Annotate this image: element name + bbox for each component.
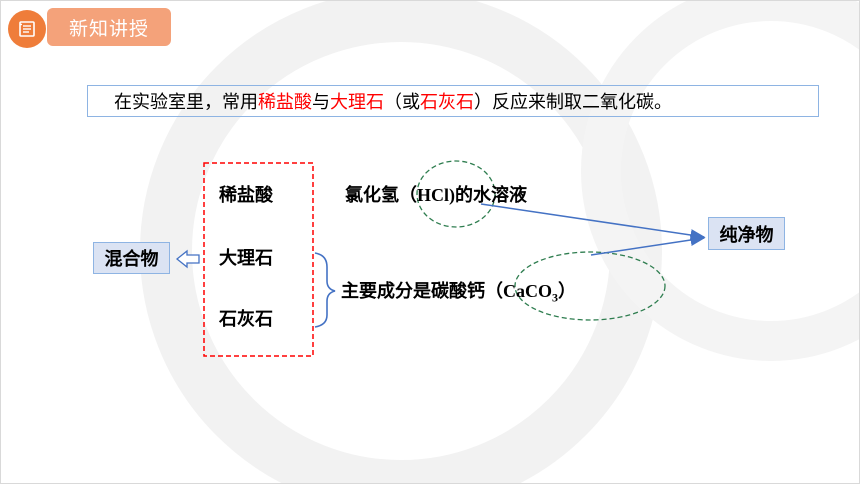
reagent-marble: 大理石 xyxy=(219,248,273,269)
intro-text-3: （或 xyxy=(384,92,420,113)
caco3-to-pure-arrow xyxy=(590,234,706,256)
caco3-formula-lead: （CaCO xyxy=(485,281,552,301)
mixture-box: 混合物 xyxy=(93,242,170,274)
intro-text-4: ）反应来制取二氧化碳。 xyxy=(474,92,672,113)
reagent-limestone: 石灰石 xyxy=(219,309,273,330)
caco3-desc-prefix: 主要成分是碳酸钙 xyxy=(341,281,485,302)
intro-highlight-limestone: 石灰石 xyxy=(420,92,474,113)
hcl-to-pure-arrow xyxy=(480,203,706,241)
hcl-desc-prefix: 氯化氢 xyxy=(345,185,399,206)
reagent-dilute-hcl: 稀盐酸 xyxy=(219,185,273,206)
hcl-formula-ellipse xyxy=(416,160,496,228)
hollow-left-arrow xyxy=(175,249,200,269)
caco3-formula-tail: ） xyxy=(558,281,576,301)
caco3-formula-subscript: 3 xyxy=(552,290,558,305)
curly-brace xyxy=(314,252,336,328)
intro-text-2: 与 xyxy=(312,92,330,113)
reagent-dashed-box xyxy=(203,162,314,357)
caco3-formula: （CaCO3） xyxy=(485,281,576,305)
intro-highlight-marble: 大理石 xyxy=(330,92,384,113)
hcl-desc-suffix: 的水溶液 xyxy=(455,185,527,206)
intro-highlight-dilute-hcl: 稀盐酸 xyxy=(258,92,312,113)
caco3-formula-ellipse xyxy=(514,251,666,321)
pure-substance-box: 纯净物 xyxy=(708,217,785,250)
caco3-description: 主要成分是碳酸钙（CaCO3） xyxy=(341,277,576,306)
document-list-icon xyxy=(8,10,46,48)
intro-text-1: 在实验室里，常用 xyxy=(114,92,258,113)
intro-sentence-box: 在实验室里，常用稀盐酸与大理石（或石灰石）反应来制取二氧化碳。 xyxy=(87,85,819,117)
hcl-description: 氯化氢（HCl)的水溶液 xyxy=(345,181,527,207)
section-title-badge: 新知讲授 xyxy=(47,8,171,46)
hcl-formula: （HCl) xyxy=(399,185,455,205)
